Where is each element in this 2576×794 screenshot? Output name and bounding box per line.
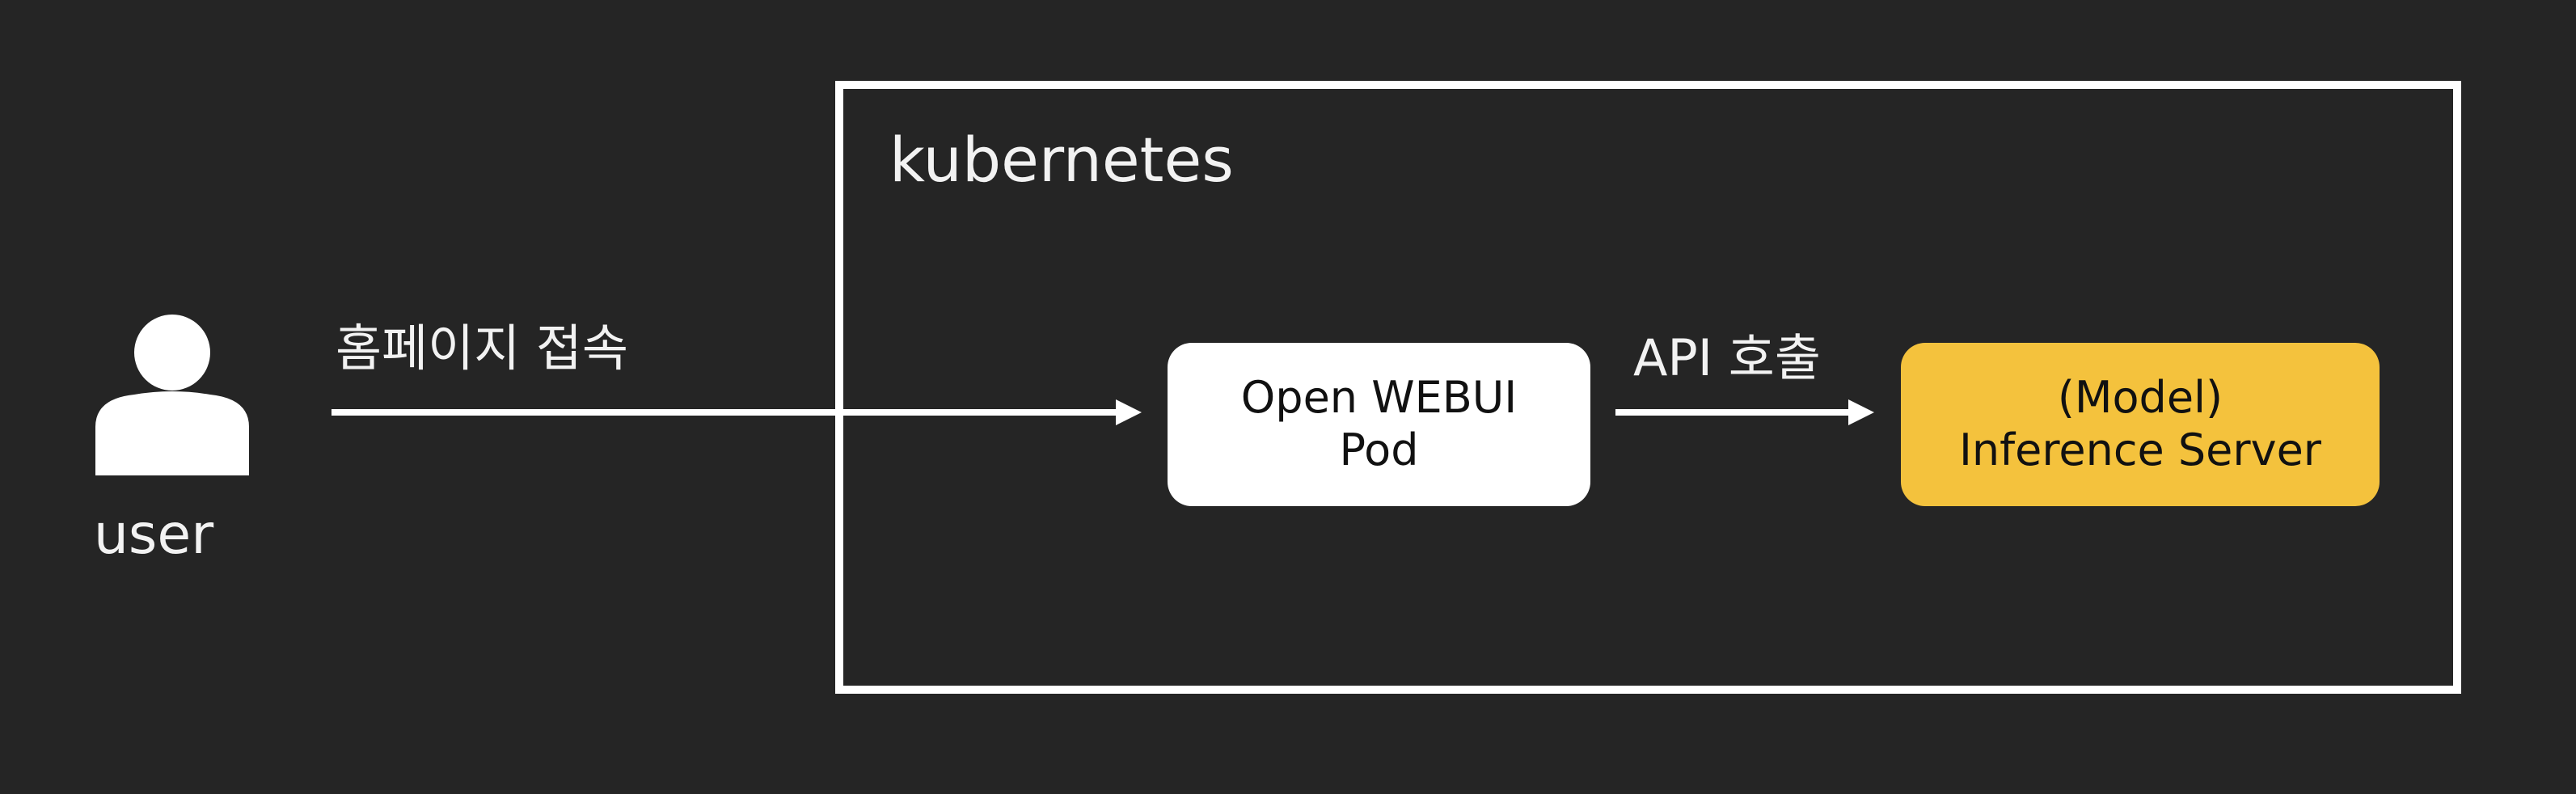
edge-label-homepage-access: 홈페이지 접속 — [336, 319, 628, 378]
cluster-label: kubernetes — [889, 124, 1234, 196]
kubernetes-cluster-boundary — [835, 81, 2461, 694]
open-webui-pod-title: Open WEBUI — [1240, 372, 1518, 424]
arrow-webui-to-inference — [1615, 399, 1874, 425]
edge-label-api-call: API 호출 — [1633, 328, 1821, 387]
arrow-user-to-webui — [332, 399, 1142, 425]
open-webui-pod-node: Open WEBUI Pod — [1168, 343, 1590, 506]
user-label: user — [93, 503, 214, 567]
inference-server-node: (Model) Inference Server — [1901, 343, 2380, 506]
user-icon — [95, 315, 249, 475]
open-webui-pod-subtitle: Pod — [1339, 424, 1419, 475]
inference-server-title: Inference Server — [1958, 424, 2321, 475]
inference-server-model: (Model) — [2057, 372, 2223, 424]
